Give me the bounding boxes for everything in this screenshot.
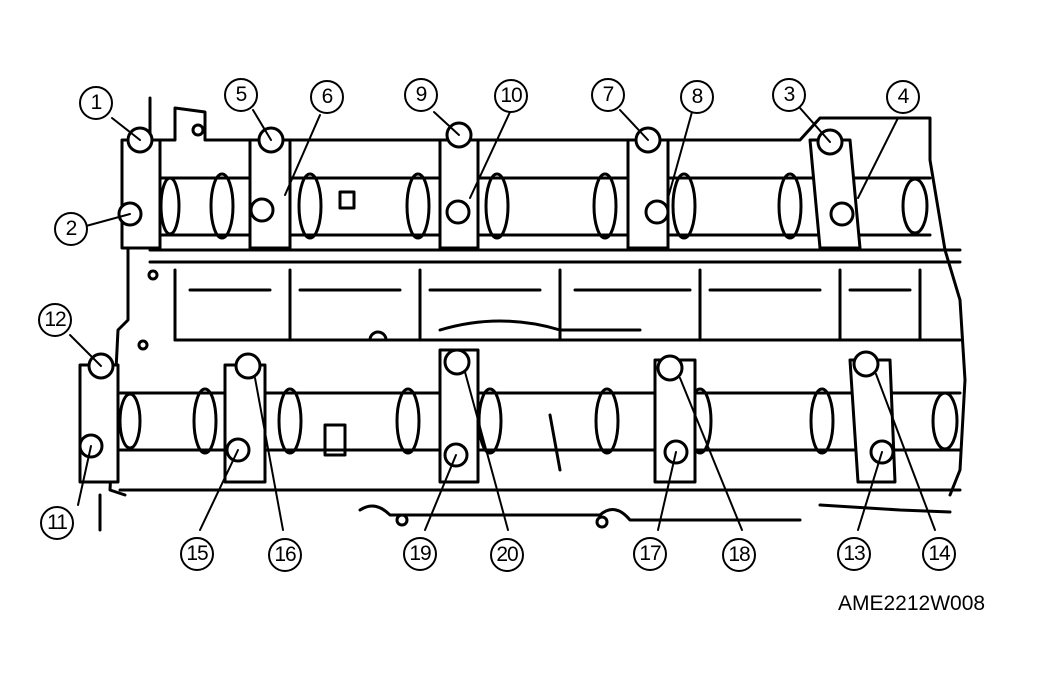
callout-20: 20 <box>490 538 524 572</box>
cylinder-head-outline <box>98 96 967 532</box>
callout-1: 1 <box>79 86 113 120</box>
callout-15: 15 <box>180 537 214 571</box>
callout-13: 13 <box>837 537 871 571</box>
callout-16: 16 <box>268 538 302 572</box>
callout-14: 14 <box>922 537 956 571</box>
callout-3: 3 <box>772 78 806 112</box>
callout-leaders <box>69 107 936 531</box>
callout-19: 19 <box>403 537 437 571</box>
callout-9: 9 <box>404 78 438 112</box>
callout-10: 10 <box>494 79 528 113</box>
callout-4: 4 <box>886 80 920 114</box>
callout-8: 8 <box>680 80 714 114</box>
callout-17: 17 <box>633 537 667 571</box>
callout-18: 18 <box>722 538 756 572</box>
callout-12: 12 <box>38 303 72 337</box>
bearing-caps <box>78 138 897 484</box>
callout-6: 6 <box>310 80 344 114</box>
callout-7: 7 <box>591 78 625 112</box>
cap-bolts <box>78 121 895 468</box>
callout-2: 2 <box>54 212 88 246</box>
callout-5: 5 <box>224 78 258 112</box>
figure-code: AME2212W008 <box>838 592 986 615</box>
callout-11: 11 <box>40 506 74 540</box>
